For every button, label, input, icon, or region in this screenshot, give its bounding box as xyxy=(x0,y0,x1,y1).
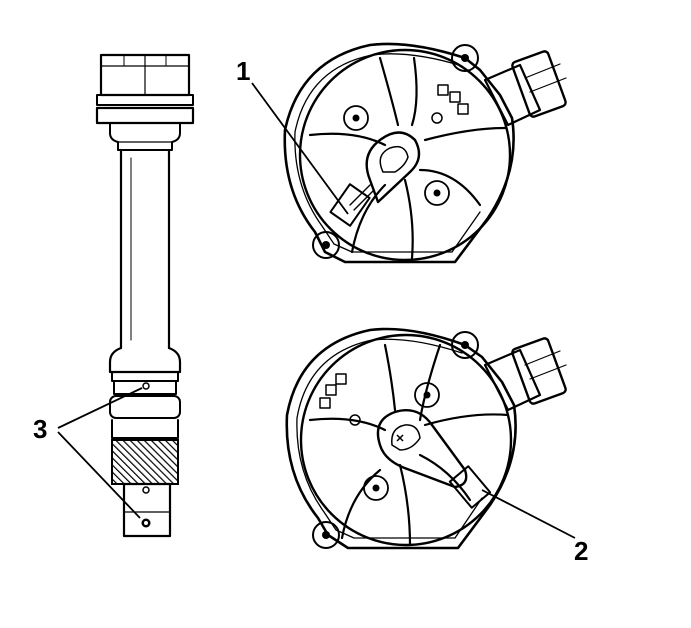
leader-line-2 xyxy=(481,489,576,539)
callout-2: 2 xyxy=(574,536,589,566)
distributor-housing-bottom xyxy=(285,327,567,550)
callout-1: 1 xyxy=(236,56,251,86)
leader-line-3a xyxy=(57,387,143,429)
distributor-housing-top xyxy=(283,42,567,264)
callout-3: 3 xyxy=(33,414,48,444)
leader-line-1 xyxy=(251,82,349,215)
distributor-shaft xyxy=(95,53,195,538)
leader-lines xyxy=(57,82,576,539)
leader-line-3b xyxy=(57,431,141,519)
